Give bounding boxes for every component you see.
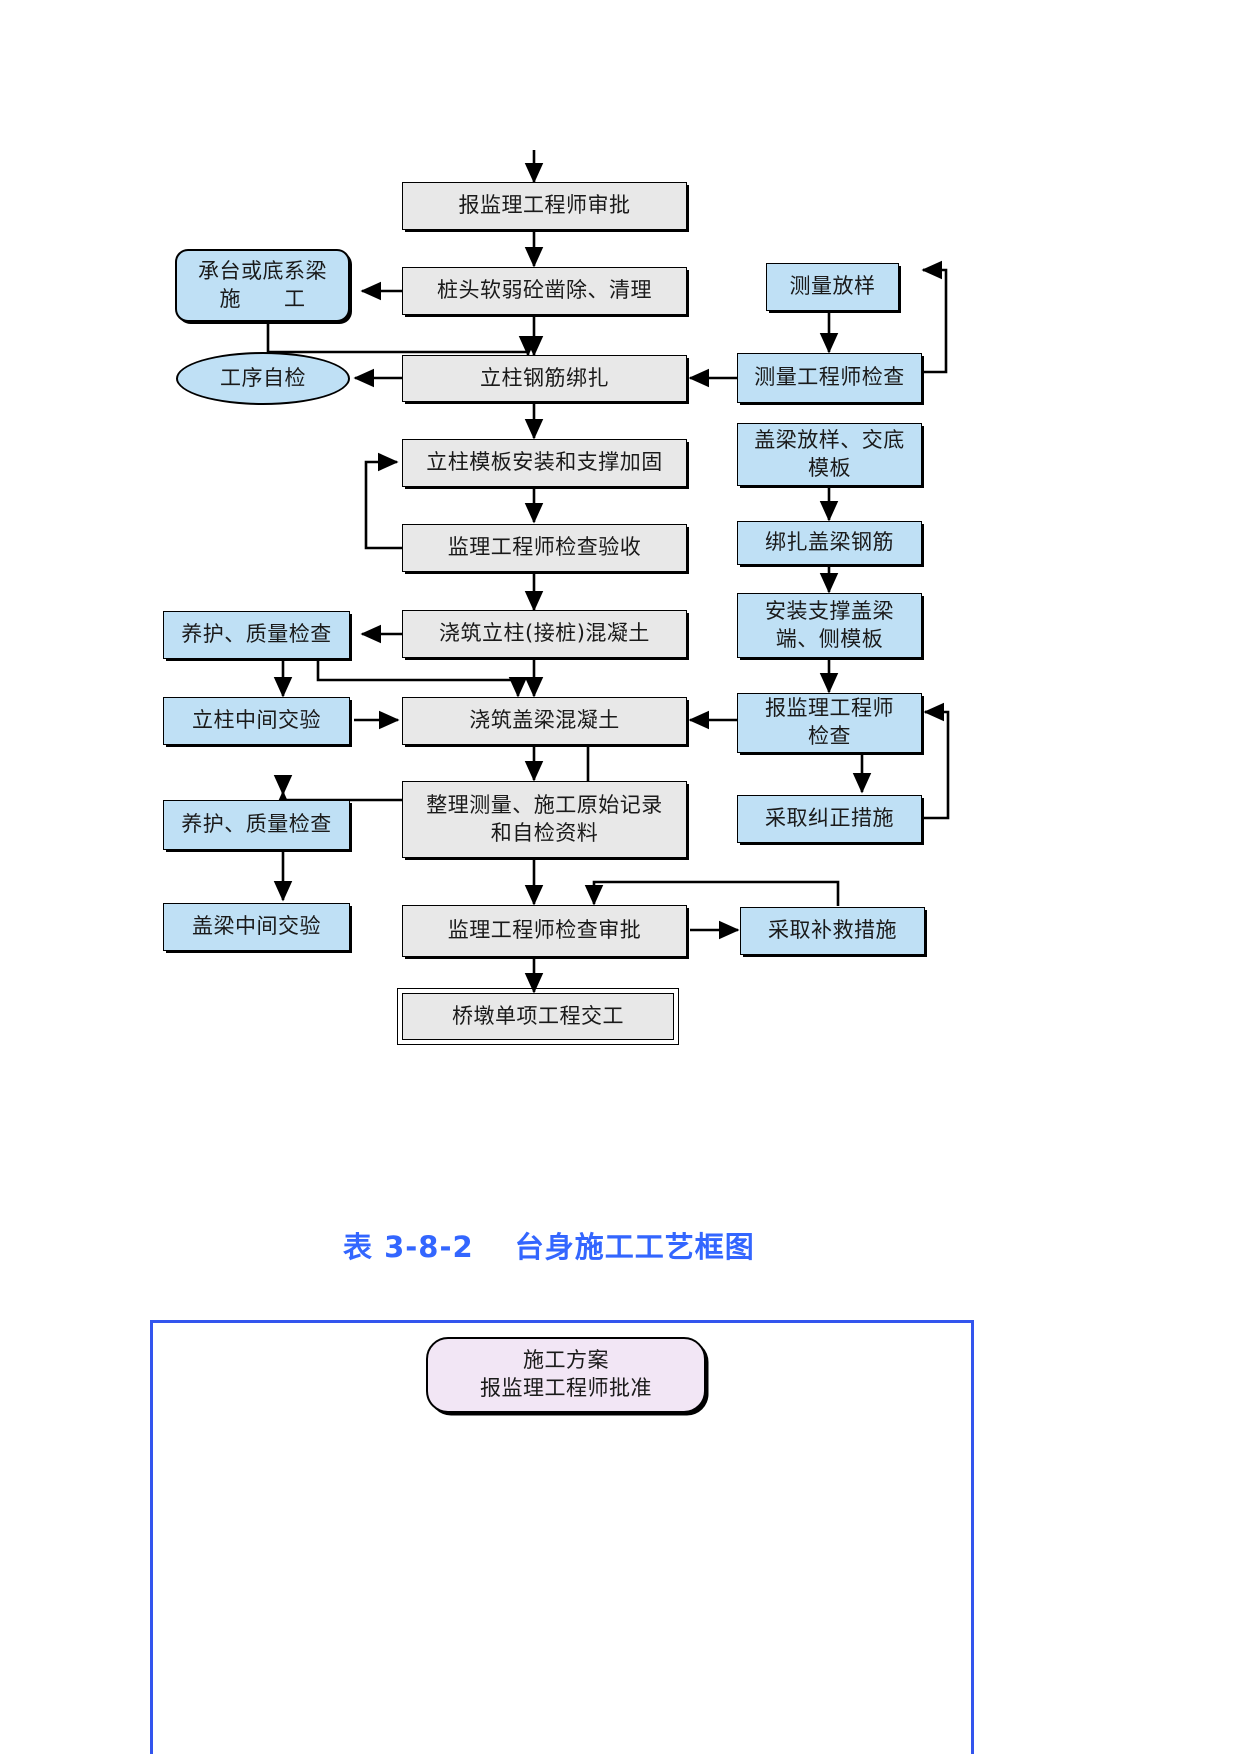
second-chart-frame (150, 1320, 974, 1754)
node-n24: 桥墩单项工程交工 (397, 988, 679, 1045)
node-n10: 监理工程师检查验收 (402, 524, 687, 572)
node-n12: 养护、质量检查 (163, 611, 350, 659)
node-n22: 监理工程师检查审批 (402, 905, 687, 957)
node-n23: 采取补救措施 (740, 907, 925, 955)
section-title: 表 3-8-2 台身施工工艺框图 (343, 1230, 755, 1264)
node-n16: 浇筑盖梁混凝土 (402, 697, 687, 745)
node-n20: 采取纠正措施 (737, 795, 922, 843)
node-n07: 测量工程师检查 (737, 353, 922, 403)
node-n14: 安装支撑盖梁 端、侧模板 (737, 593, 922, 658)
node-n02: 桩头软弱砼凿除、清理 (402, 267, 687, 315)
node-n11: 绑扎盖梁钢筋 (737, 521, 922, 565)
node-n08: 立柱模板安装和支撑加固 (402, 439, 687, 487)
node-n06: 立柱钢筋绑扎 (402, 355, 687, 402)
node-n04: 测量放样 (766, 263, 899, 311)
node-n01: 报监理工程师审批 (402, 182, 687, 230)
node-n13: 浇筑立柱(接桩)混凝土 (402, 610, 687, 658)
node-n17: 报监理工程师 检查 (737, 693, 922, 753)
node-n09: 盖梁放样、交底 模板 (737, 423, 922, 486)
node-n05: 工序自检 (176, 352, 350, 405)
node-n03: 承台或底系梁 施 工 (175, 249, 350, 322)
node-n19: 整理测量、施工原始记录 和自检资料 (402, 781, 687, 858)
node-n18: 养护、质量检查 (163, 800, 350, 850)
node-m01: 施工方案 报监理工程师批准 (426, 1337, 706, 1413)
node-n21: 盖梁中间交验 (163, 903, 350, 951)
node-n15: 立柱中间交验 (163, 697, 350, 745)
